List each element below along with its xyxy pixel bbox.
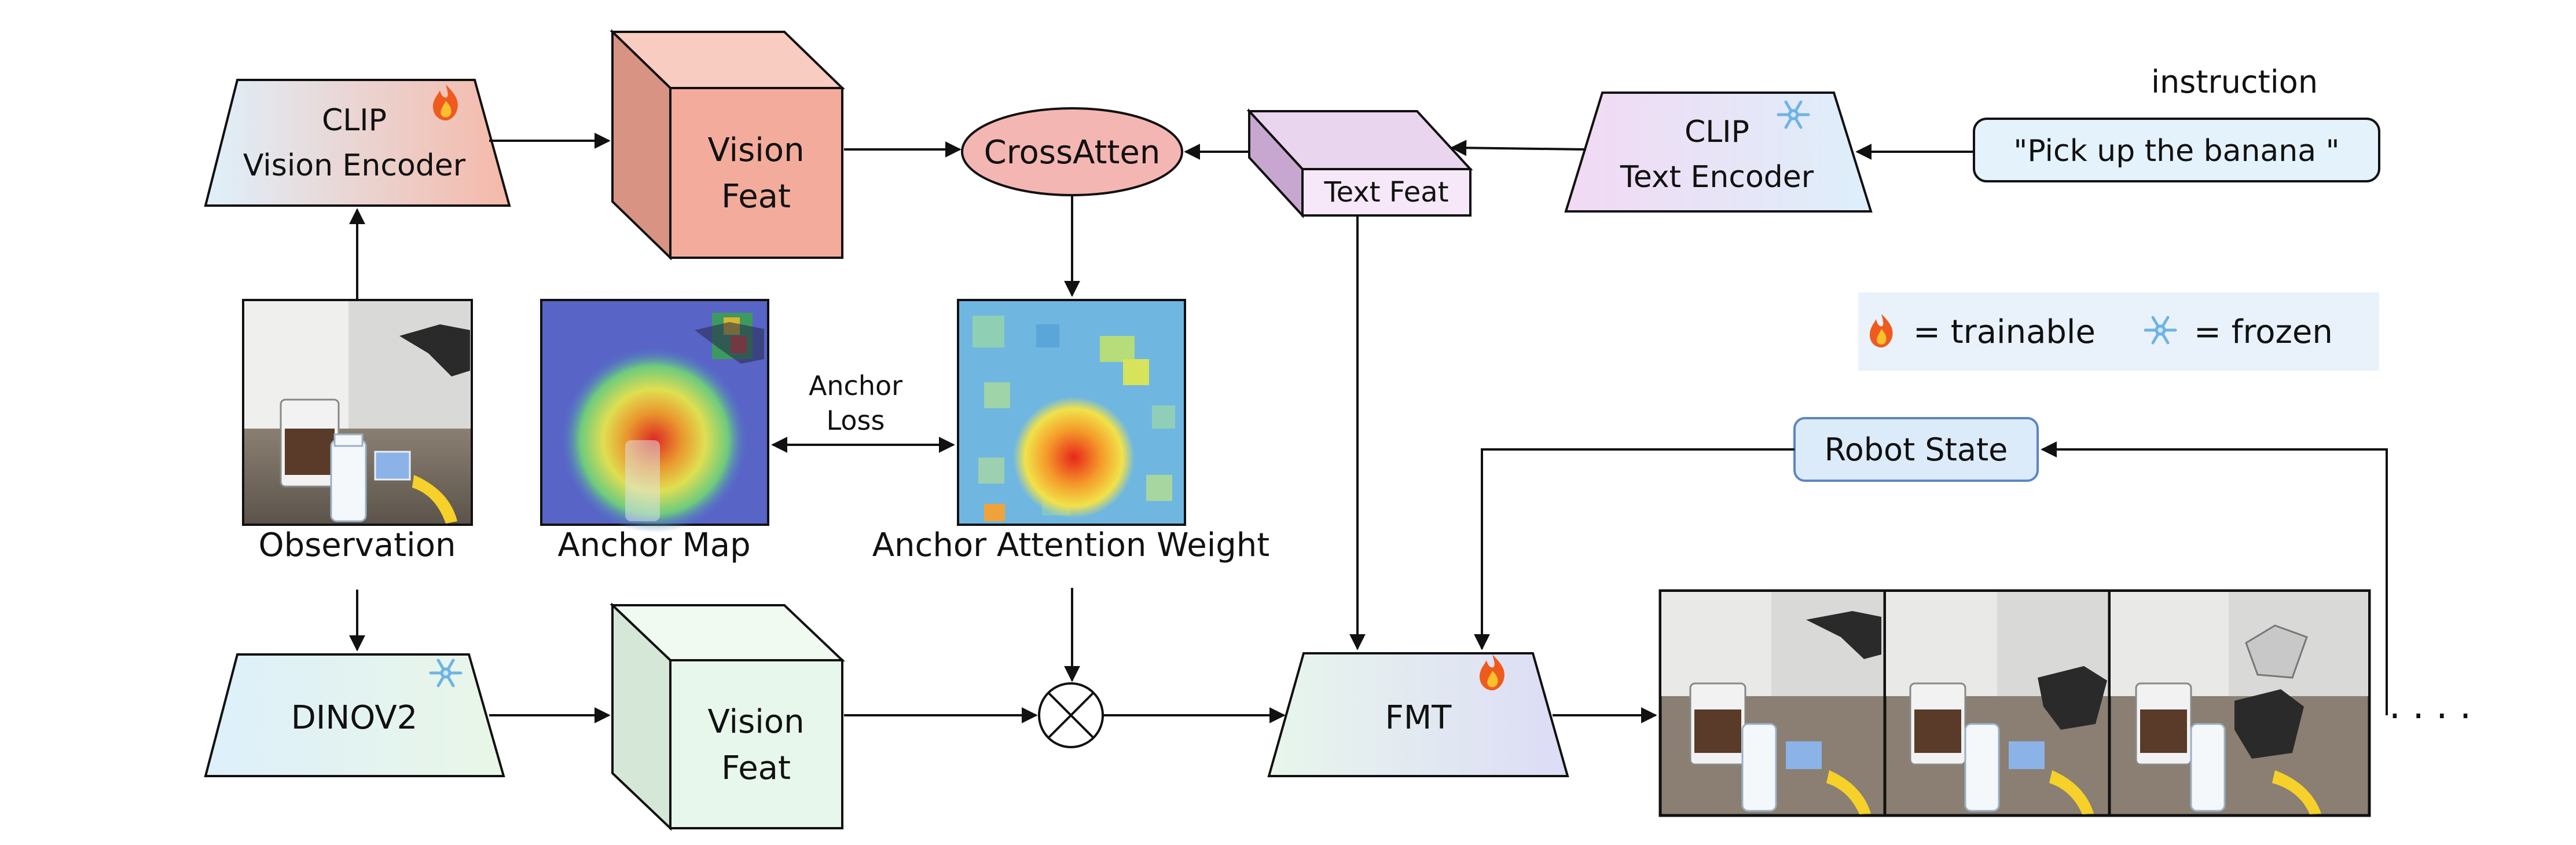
multiply-node bbox=[1038, 682, 1104, 748]
snowflake-icon bbox=[2144, 316, 2177, 345]
instruction-box: "Pick up the banana " bbox=[1973, 118, 2380, 182]
clip-text-encoder-line1: CLIP bbox=[1685, 115, 1749, 149]
clip-vision-encoder-line1: CLIP bbox=[322, 103, 387, 138]
fmt-label: FMT bbox=[1385, 699, 1452, 737]
robot-state-box: Robot State bbox=[1793, 417, 2039, 482]
robot-state-label: Robot State bbox=[1825, 431, 2008, 468]
vision-feat-top-line2: Feat bbox=[721, 178, 791, 215]
connectors bbox=[349, 133, 2388, 723]
clip-vision-encoder-line2: Vision Encoder bbox=[243, 148, 466, 183]
anchor-attention-weight-image bbox=[957, 299, 1186, 526]
action-frame-3 bbox=[2111, 592, 2368, 814]
vision-feat-bottom-line1: Vision bbox=[707, 703, 804, 741]
observation-image bbox=[242, 299, 473, 526]
fire-icon bbox=[1480, 654, 1504, 690]
arrow-robot-state-to-fmt bbox=[1474, 448, 1795, 650]
ellipsis: . . . . bbox=[2389, 685, 2471, 727]
action-frame-1 bbox=[1661, 592, 1884, 814]
dinov2-encoder: DINOV2 bbox=[204, 653, 505, 777]
text-feat-box: Text Feat bbox=[1246, 108, 1473, 219]
anchor-map-label: Anchor Map bbox=[557, 526, 750, 564]
fire-icon bbox=[1870, 314, 1893, 347]
vision-feat-top-line1: Vision bbox=[707, 131, 804, 169]
anchor-loss-line1: Anchor bbox=[809, 370, 902, 401]
action-frame-2 bbox=[1886, 592, 2109, 814]
dinov2-label: DINOV2 bbox=[291, 699, 418, 737]
clip-text-encoder-line2: Text Encoder bbox=[1620, 160, 1814, 195]
vision-feat-top-cube: Vision Feat bbox=[610, 29, 845, 261]
text-feat-label: Text Feat bbox=[1323, 176, 1448, 208]
arrow-clip-text-to-text-feat bbox=[1450, 140, 1587, 156]
instruction-title: instruction bbox=[2151, 64, 2318, 100]
snowflake-icon bbox=[429, 659, 463, 687]
anchor-loss-line2: Loss bbox=[827, 405, 885, 436]
fire-icon bbox=[433, 85, 458, 120]
vision-feat-bottom-line2: Feat bbox=[721, 749, 791, 787]
cross-atten-label: CrossAtten bbox=[984, 134, 1161, 171]
cross-atten-node: CrossAtten bbox=[961, 107, 1183, 196]
vision-feat-bottom-cube: Vision Feat bbox=[609, 602, 846, 831]
anchor-map-image bbox=[540, 299, 769, 533]
anchor-attention-weight-label: Anchor Attention Weight bbox=[872, 526, 1270, 564]
clip-vision-encoder: CLIP Vision Encoder bbox=[204, 79, 511, 207]
arrow-feedback-to-robot-state bbox=[2041, 441, 2388, 715]
instruction-text: "Pick up the banana " bbox=[2013, 134, 2339, 169]
fmt-module: FMT bbox=[1267, 652, 1569, 777]
action-frames-strip bbox=[1658, 589, 2371, 817]
legend: = trainable = frozen bbox=[1858, 292, 2379, 371]
observation-label: Observation bbox=[258, 526, 456, 564]
clip-text-encoder: CLIP Text Encoder bbox=[1564, 92, 1873, 213]
snowflake-icon bbox=[1777, 100, 1810, 129]
legend-frozen: = frozen bbox=[2194, 313, 2333, 351]
legend-trainable: = trainable bbox=[1913, 313, 2096, 351]
